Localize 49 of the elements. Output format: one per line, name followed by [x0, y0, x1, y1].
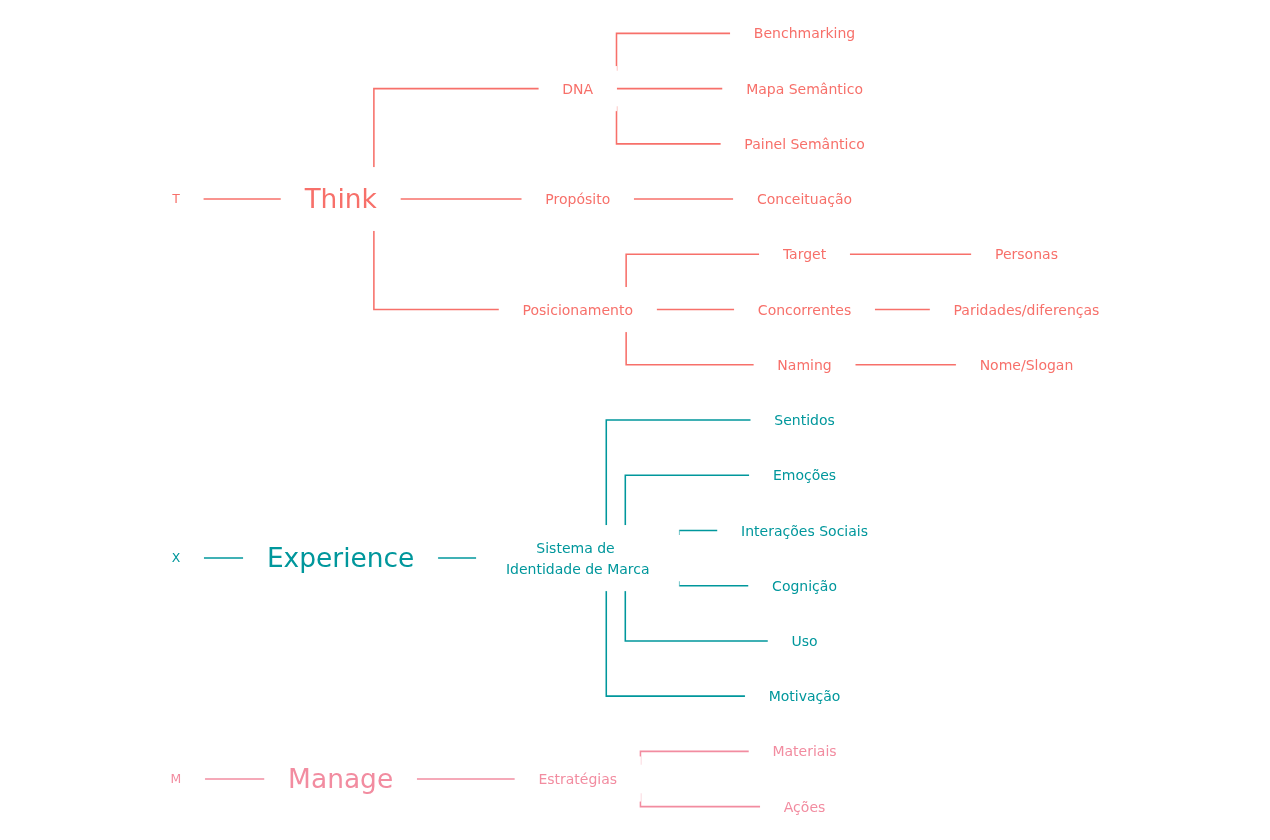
- connector: [625, 253, 761, 289]
- connector: [436, 557, 478, 559]
- node-text: Sentidos: [774, 411, 835, 429]
- node-text: Concorrentes: [757, 301, 852, 318]
- connector: [848, 253, 973, 256]
- connector: [373, 229, 500, 311]
- node-text: Propósito: [545, 190, 611, 208]
- node-text: Nome/Slogan: [979, 356, 1074, 373]
- node-text: Naming: [777, 356, 832, 373]
- node-text: Motivação: [768, 687, 841, 705]
- node-text: Manage: [288, 763, 394, 795]
- connector: [399, 198, 523, 200]
- node-text: Benchmarking: [753, 25, 856, 42]
- node-text: Ações: [783, 798, 826, 815]
- connector: [854, 364, 958, 366]
- node-text: Experience: [266, 542, 415, 574]
- node-text: Posicionamento: [522, 301, 633, 318]
- node-text: Interações Sociais: [741, 522, 868, 539]
- node-text: Painel Semântico: [744, 135, 865, 153]
- connector: [203, 778, 266, 780]
- connector: [605, 419, 752, 527]
- node-text: Cognição: [772, 577, 837, 594]
- connector: [632, 198, 735, 200]
- node-text: T: [172, 191, 180, 207]
- connector: [624, 474, 751, 527]
- node-text: Emoções: [772, 467, 837, 484]
- connector: [605, 589, 747, 697]
- connector: [615, 87, 724, 90]
- node-text: Think: [304, 183, 377, 215]
- node-text: Materiais: [772, 743, 837, 760]
- node-text: Mapa Semântico: [746, 80, 863, 97]
- connector: [873, 308, 931, 311]
- connector: [415, 778, 516, 780]
- node-text: M: [170, 771, 182, 786]
- node-text: Conceituação: [756, 190, 853, 208]
- node-text: Personas: [995, 246, 1058, 263]
- node-text: Uso: [791, 632, 818, 650]
- node-text: Sistema de Identidade de Marca: [505, 539, 650, 577]
- connector: [202, 198, 282, 200]
- node-text: Paridades/diferenças: [953, 301, 1100, 318]
- node-text: Estratégias: [538, 770, 618, 788]
- connector: [624, 589, 769, 642]
- connector: [655, 308, 736, 311]
- node-text: DNA: [562, 80, 594, 97]
- node-text: X: [171, 550, 181, 566]
- connector: [625, 330, 755, 366]
- connector: [373, 87, 540, 169]
- connector: [202, 557, 245, 559]
- node-text: Target: [782, 246, 827, 263]
